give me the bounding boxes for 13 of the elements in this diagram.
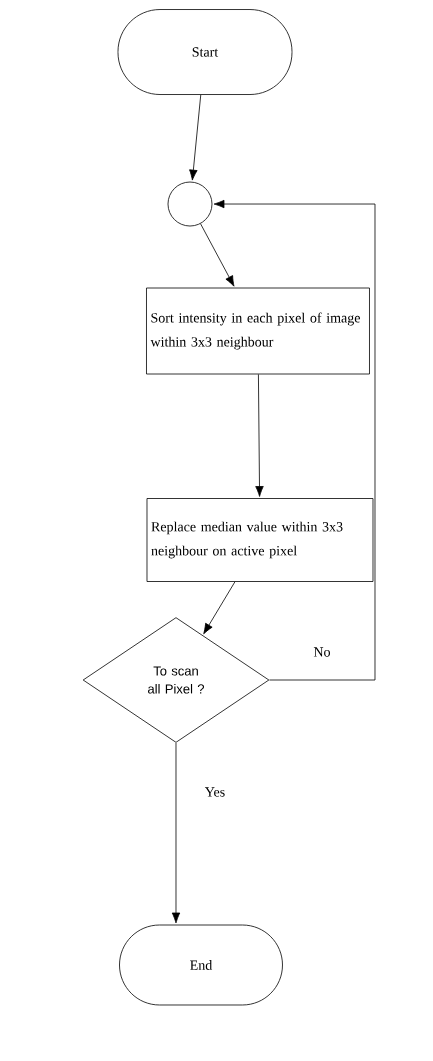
process-box: Replace median value within 3x3 neighbour on active pixel — [146, 498, 374, 582]
connector-circle — [167, 181, 213, 227]
process-box: Sort intensity in each pixel of image within 3x3 neighbour — [146, 287, 370, 375]
edge-label: No — [312, 646, 332, 658]
arrow — [171, 742, 181, 924]
arrow — [255, 374, 264, 497]
arrow — [189, 94, 202, 181]
arrow — [213, 199, 376, 681]
terminal-box: End — [119, 924, 283, 1006]
edge-label: Yes — [203, 786, 227, 798]
arrow — [200, 223, 235, 287]
arrow — [203, 581, 236, 635]
terminal-box: Start — [117, 9, 293, 95]
